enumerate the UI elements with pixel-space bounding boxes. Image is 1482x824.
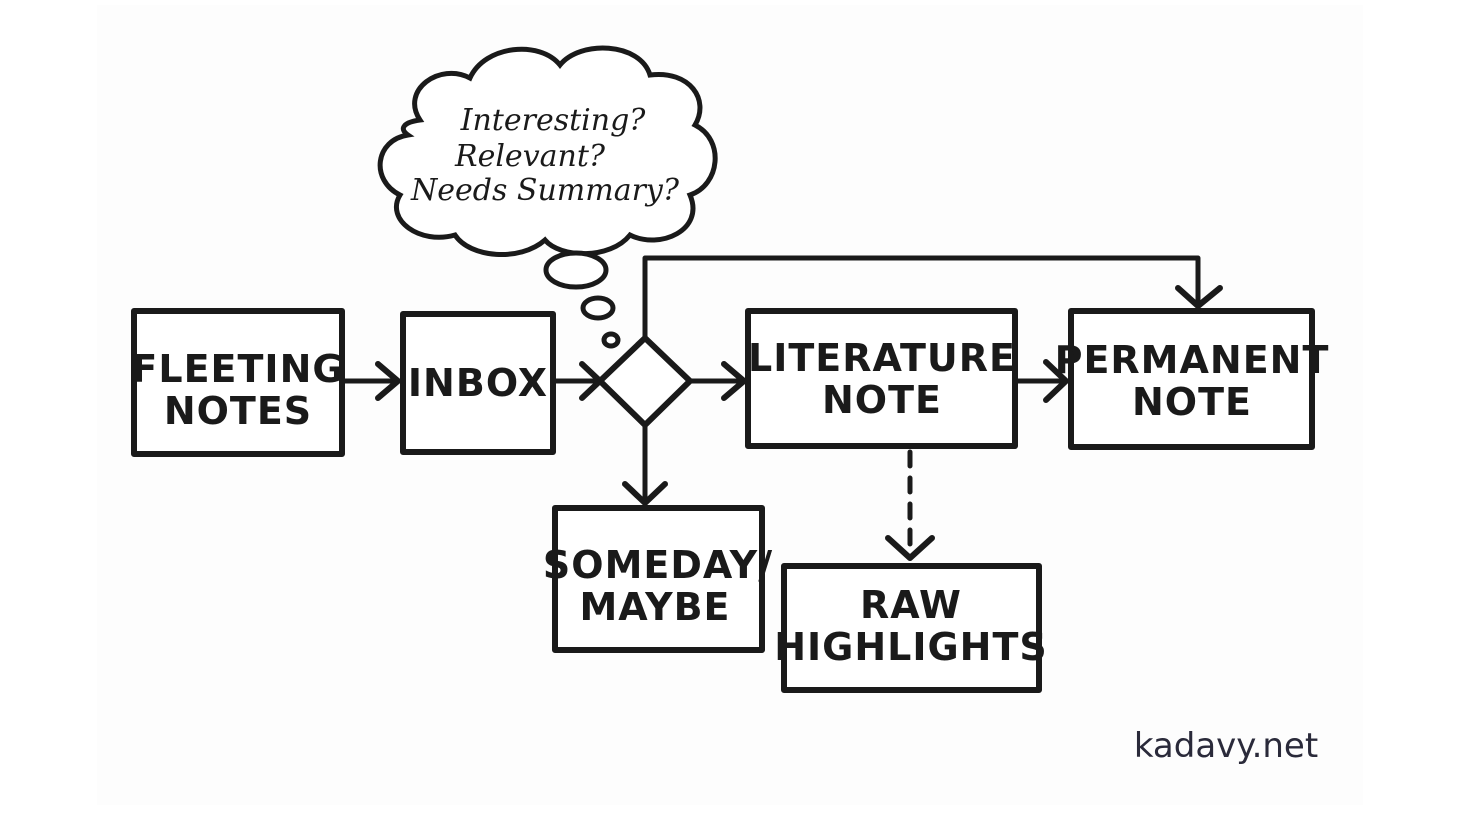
decision-diamond xyxy=(597,335,693,428)
node-raw-highlights: RAW HIGHLIGHTS xyxy=(774,563,1048,693)
node-label-line: INBOX xyxy=(408,361,548,405)
node-fleeting-notes: FLEETING NOTES xyxy=(131,308,345,457)
node-label-line: FLEETING xyxy=(131,347,344,391)
site-credit: kadavy.net xyxy=(1134,726,1318,766)
node-permanent-note: PERMANENT NOTE xyxy=(1055,308,1330,450)
node-label-line: HIGHLIGHTS xyxy=(774,625,1048,669)
node-label-line: SOMEDAY/ xyxy=(543,543,773,587)
connectors xyxy=(340,255,1223,561)
node-inbox: INBOX xyxy=(400,311,556,455)
node-label-line: RAW xyxy=(860,583,962,627)
arrowhead-someday xyxy=(622,481,668,506)
arrowhead-permanent-top xyxy=(1175,285,1223,309)
thought-bubble-medium xyxy=(580,295,616,321)
question-relevant: Relevant? xyxy=(454,139,606,174)
thought-bubble-small xyxy=(601,331,621,349)
node-label-line: NOTE xyxy=(822,378,942,422)
arrowhead-literature xyxy=(721,361,747,401)
arrowhead-highlights xyxy=(885,535,935,561)
node-someday-maybe: SOMEDAY/ MAYBE xyxy=(543,505,773,653)
node-label-line: NOTES xyxy=(164,389,312,433)
node-label-line: LITERATURE xyxy=(748,336,1016,380)
edge-decision-to-permanent xyxy=(642,255,1201,341)
node-literature-note: LITERATURE NOTE xyxy=(745,308,1018,449)
node-label-line: PERMANENT xyxy=(1055,338,1330,382)
arrowhead-inbox xyxy=(375,361,401,401)
node-label-line: MAYBE xyxy=(579,585,730,629)
question-needs-summary: Needs Summary? xyxy=(410,173,680,208)
node-label-line: NOTE xyxy=(1132,380,1252,424)
thought-bubble-large xyxy=(543,250,609,290)
question-interesting: Interesting? xyxy=(460,103,647,138)
arrowhead-permanent-side xyxy=(1043,359,1069,403)
thought-cloud: Interesting? Relevant? Needs Summary? xyxy=(377,45,718,349)
